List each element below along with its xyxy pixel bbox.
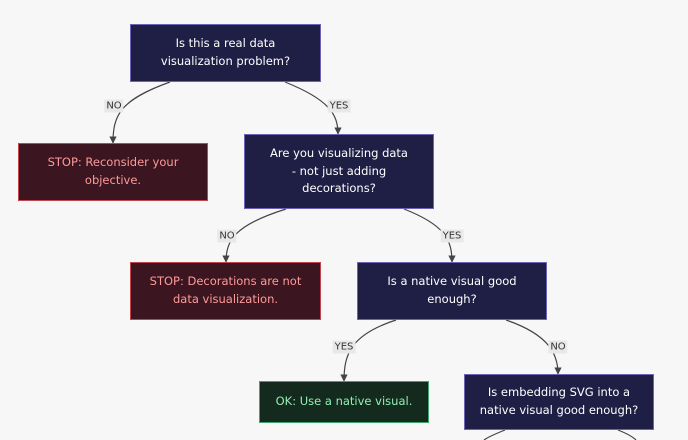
edge-q4-left (483, 429, 506, 440)
node-stop-reconsider: STOP: Reconsider your objective. (18, 143, 208, 201)
edge-label-q1-yes: YES (327, 99, 351, 113)
node-native-visual-text: Is a native visual good enough? (387, 274, 517, 306)
edge-q2-no (222, 208, 287, 263)
node-stop-decorations: STOP: Decorations are not data visualiza… (130, 262, 321, 320)
node-embed-svg-text: Is embedding SVG into a native visual go… (479, 385, 639, 417)
edge-q1-no (109, 81, 171, 144)
node-native-visual: Is a native visual good enough? (357, 262, 547, 320)
node-stop-decorations-text: STOP: Decorations are not data visualiza… (149, 274, 302, 306)
node-real-problem: Is this a real data visualization proble… (130, 24, 321, 82)
node-visualizing-data-text: Are you visualizing data - not just addi… (270, 145, 408, 196)
node-real-problem-text: Is this a real data visualization proble… (160, 36, 291, 68)
node-stop-reconsider-text: STOP: Reconsider your objective. (47, 155, 179, 187)
node-ok-native: OK: Use a native visual. (259, 381, 429, 423)
node-visualizing-data: Are you visualizing data - not just addi… (244, 134, 434, 209)
node-ok-native-text: OK: Use a native visual. (275, 394, 413, 409)
edge-label-q2-no: NO (217, 229, 237, 243)
node-embed-svg: Is embedding SVG into a native visual go… (464, 374, 654, 430)
edge-label-q1-no: NO (104, 99, 124, 113)
edge-q4-right (617, 429, 637, 440)
edge-label-q3-yes: YES (332, 340, 356, 354)
edge-label-q3-no: NO (548, 340, 568, 354)
edge-label-q2-yes: YES (440, 229, 464, 243)
